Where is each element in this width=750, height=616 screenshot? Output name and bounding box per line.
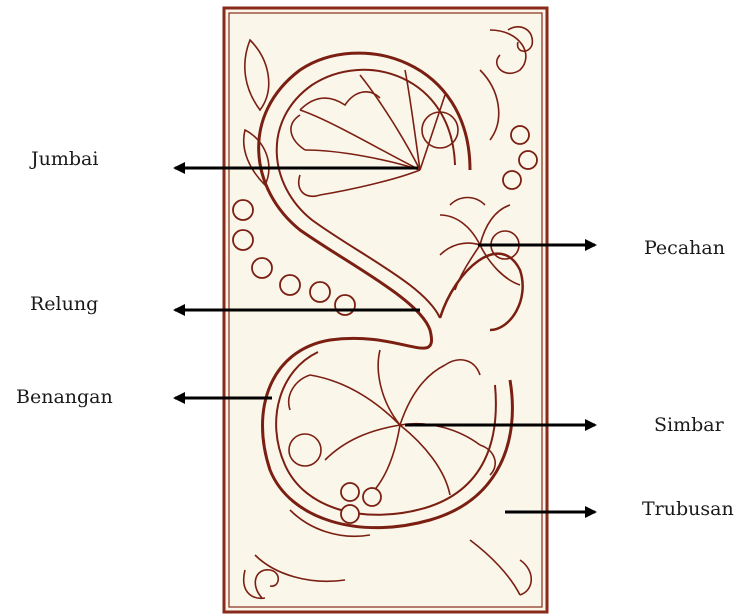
label-relung: Relung: [30, 293, 98, 315]
label-benangan: Benangan: [16, 386, 113, 408]
label-simbar: Simbar: [654, 414, 724, 436]
label-jumbai: Jumbai: [31, 148, 98, 170]
label-trubusan: Trubusan: [642, 498, 734, 520]
label-pecahan: Pecahan: [644, 237, 725, 259]
